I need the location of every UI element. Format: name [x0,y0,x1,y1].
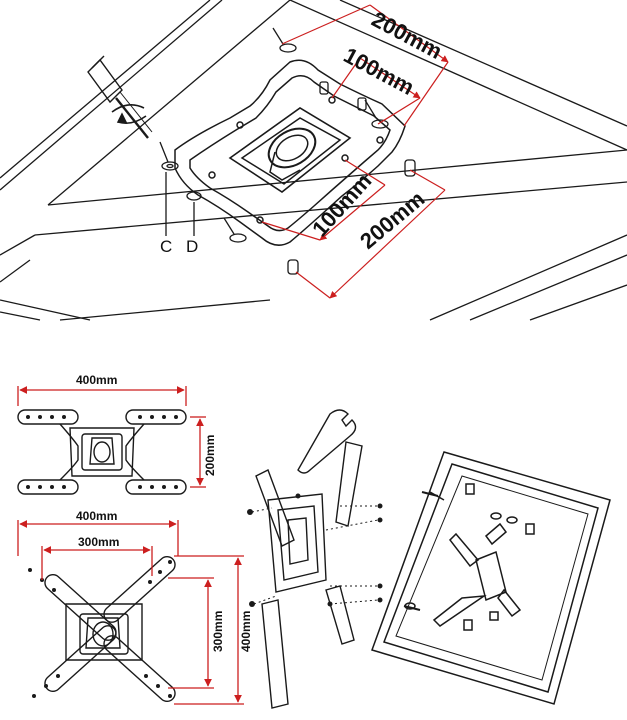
bracket-400x200-dims [17,386,206,488]
wall-panel-lines [0,0,627,321]
bracket-400x200 [17,409,187,495]
top-scene [0,0,627,321]
screwdriver [87,55,153,139]
screws-and-washers [159,27,416,275]
top-dimension-lines [261,4,449,299]
dim-300mm-vertical: 300mm [211,611,225,652]
callout-d-label: D [186,237,198,256]
bracket-400x400-dims [17,520,244,705]
bracket-400x400 [28,555,176,703]
callout-c-label: C [160,237,172,256]
dim-400mm-vertical: 400mm [239,611,253,652]
exploded-bracket [247,409,383,709]
mounting-plate [174,59,406,246]
dim-300mm-bracket-b: 300mm [78,535,119,549]
dim-200mm-bracket-a: 200mm [203,435,217,476]
tv-panel [371,451,611,705]
dim-400mm-bracket-b: 400mm [76,509,117,523]
dim-200mm-top: 200mm [368,6,447,64]
dim-400mm-bracket-a: 400mm [76,373,117,387]
